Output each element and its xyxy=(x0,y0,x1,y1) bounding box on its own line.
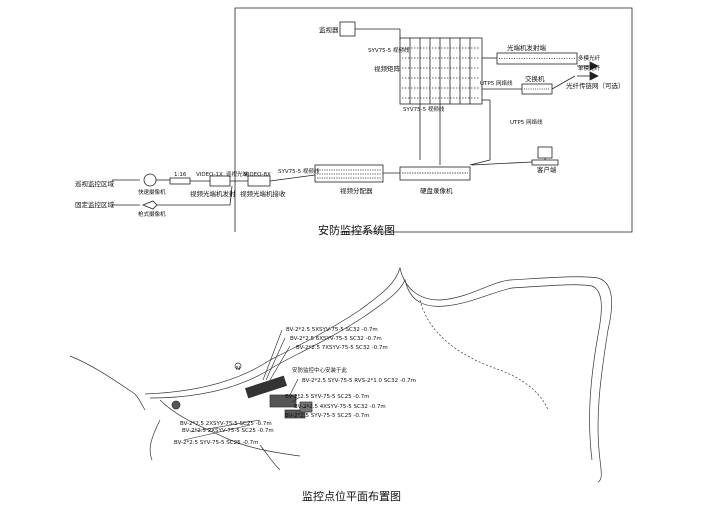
control-center-label: 安防监控中心安装于此 xyxy=(292,366,348,374)
switch-label: 交换机 xyxy=(525,74,545,83)
monitor-label: 监视器 xyxy=(319,25,339,34)
site-cable-label-10: BV-2*2.5 SYV-75-5 SC25 -0.7m xyxy=(174,440,258,446)
site-plan-caption: 监控点位平面布置图 xyxy=(302,489,401,503)
site-cable-label-4: BV-2*2.5 SYV-75-5 RVS-2*1.0 SC32 -0.7m xyxy=(302,378,416,384)
cable-syv-left: SYV75-5 视频线 xyxy=(278,167,320,175)
site-cable-label-1: BV-2*2.5 5XSYV-75-5 SC32 -0.7m xyxy=(286,327,378,333)
client-label: 客户端 xyxy=(537,165,557,174)
north-arrow-icon xyxy=(234,362,242,370)
label-leaders xyxy=(183,329,311,441)
fixed-zone-label: 固定监控区域 xyxy=(75,200,115,209)
optical-tx-top-device xyxy=(496,52,578,65)
track-left xyxy=(149,419,161,461)
cable-utp-mid: UTP5 网络线 xyxy=(510,118,543,126)
building-control-center xyxy=(269,394,297,408)
building-main xyxy=(244,375,288,399)
left-converter xyxy=(169,177,191,185)
site-cable-label-6: BV-2*2.5 4XSYV-75-5 SC32 -0.7m xyxy=(294,404,386,410)
site-cable-label-8: BV-2*2.5 SYV-75-5 SC25 -0.7m xyxy=(285,413,369,419)
road-outer xyxy=(144,266,612,483)
site-cable-label-9: BV-2*2.5 2XSYV-75-5 SC25 -0.7m xyxy=(182,428,274,434)
matrix-label: 视频矩阵 xyxy=(374,64,401,73)
cable-utp-top: UTP5 网络线 xyxy=(480,79,513,87)
left-rx-label: 视频光端机接收 xyxy=(240,189,286,198)
left-chain xyxy=(112,173,316,210)
cable-fiber-a: 多模光纤 xyxy=(578,54,601,62)
client-pc-icon xyxy=(531,146,559,166)
matrix-rack xyxy=(399,37,483,105)
dvr-label: 硬盘录像机 xyxy=(420,186,453,195)
cable-left-b: 1:16 xyxy=(174,172,187,178)
dome-zone-label: 巡视监控区域 xyxy=(75,179,115,188)
track-bottom xyxy=(259,444,281,471)
system-diagram-caption: 安防监控系统图 xyxy=(318,223,395,237)
diagram-frame xyxy=(234,7,633,233)
cable-left-a: 巡视光端 xyxy=(226,170,249,178)
dvr-device xyxy=(399,166,471,181)
road-branch-left xyxy=(69,355,146,411)
cable-video-out: VIDEO-8X xyxy=(244,172,271,178)
site-cable-label-7: BV-2*2.5 2XSYV-75-5 SC25 -0.7m xyxy=(180,421,272,427)
site-cable-label-2: BV-2*2.5 6XSYV-75-5 SC32 -0.7m xyxy=(290,336,382,342)
site-plan xyxy=(69,266,612,483)
cable-syv-mid: SYV75-5 视频线 xyxy=(403,105,445,113)
camera-point-west xyxy=(171,400,181,410)
fiber-output-arrow-bottom xyxy=(589,71,599,81)
cable-syv-top: SYV75-5 视频线 xyxy=(368,46,410,54)
road-branch-down xyxy=(159,399,301,457)
optical-tx-top-label: 光端机发射端 xyxy=(507,43,547,52)
fiber-output-arrow-top xyxy=(589,61,599,71)
monitor-icon xyxy=(339,21,356,37)
left-tx-label: 视频光端机发射 xyxy=(190,189,236,198)
cable-video-in: VIDEO-1X xyxy=(196,172,223,178)
system-diagram xyxy=(112,7,633,233)
cable-fiber-b: 单模光纤 xyxy=(578,64,601,72)
splitter-label: 视频分配器 xyxy=(340,186,373,195)
fiber-link-label: 光纤传链网（可选） xyxy=(566,81,625,90)
dome-cam-label: 快速摄像机 xyxy=(138,188,166,196)
road-inner xyxy=(149,278,602,461)
dome-camera-icon xyxy=(143,173,157,187)
fixed-camera-icon xyxy=(141,200,158,210)
site-cable-label-5: BV-2*2.5 SYV-75-5 SC25 -0.7m xyxy=(285,394,369,400)
video-splitter xyxy=(314,164,384,183)
fixed-cam-label: 枪式摄像机 xyxy=(138,210,166,218)
site-cable-label-3: BV-2*2.5 7XSYV-75-5 SC32 -0.7m xyxy=(296,345,388,351)
building-south xyxy=(284,409,306,419)
north-label: N xyxy=(236,366,240,372)
track-dashed xyxy=(419,299,549,411)
